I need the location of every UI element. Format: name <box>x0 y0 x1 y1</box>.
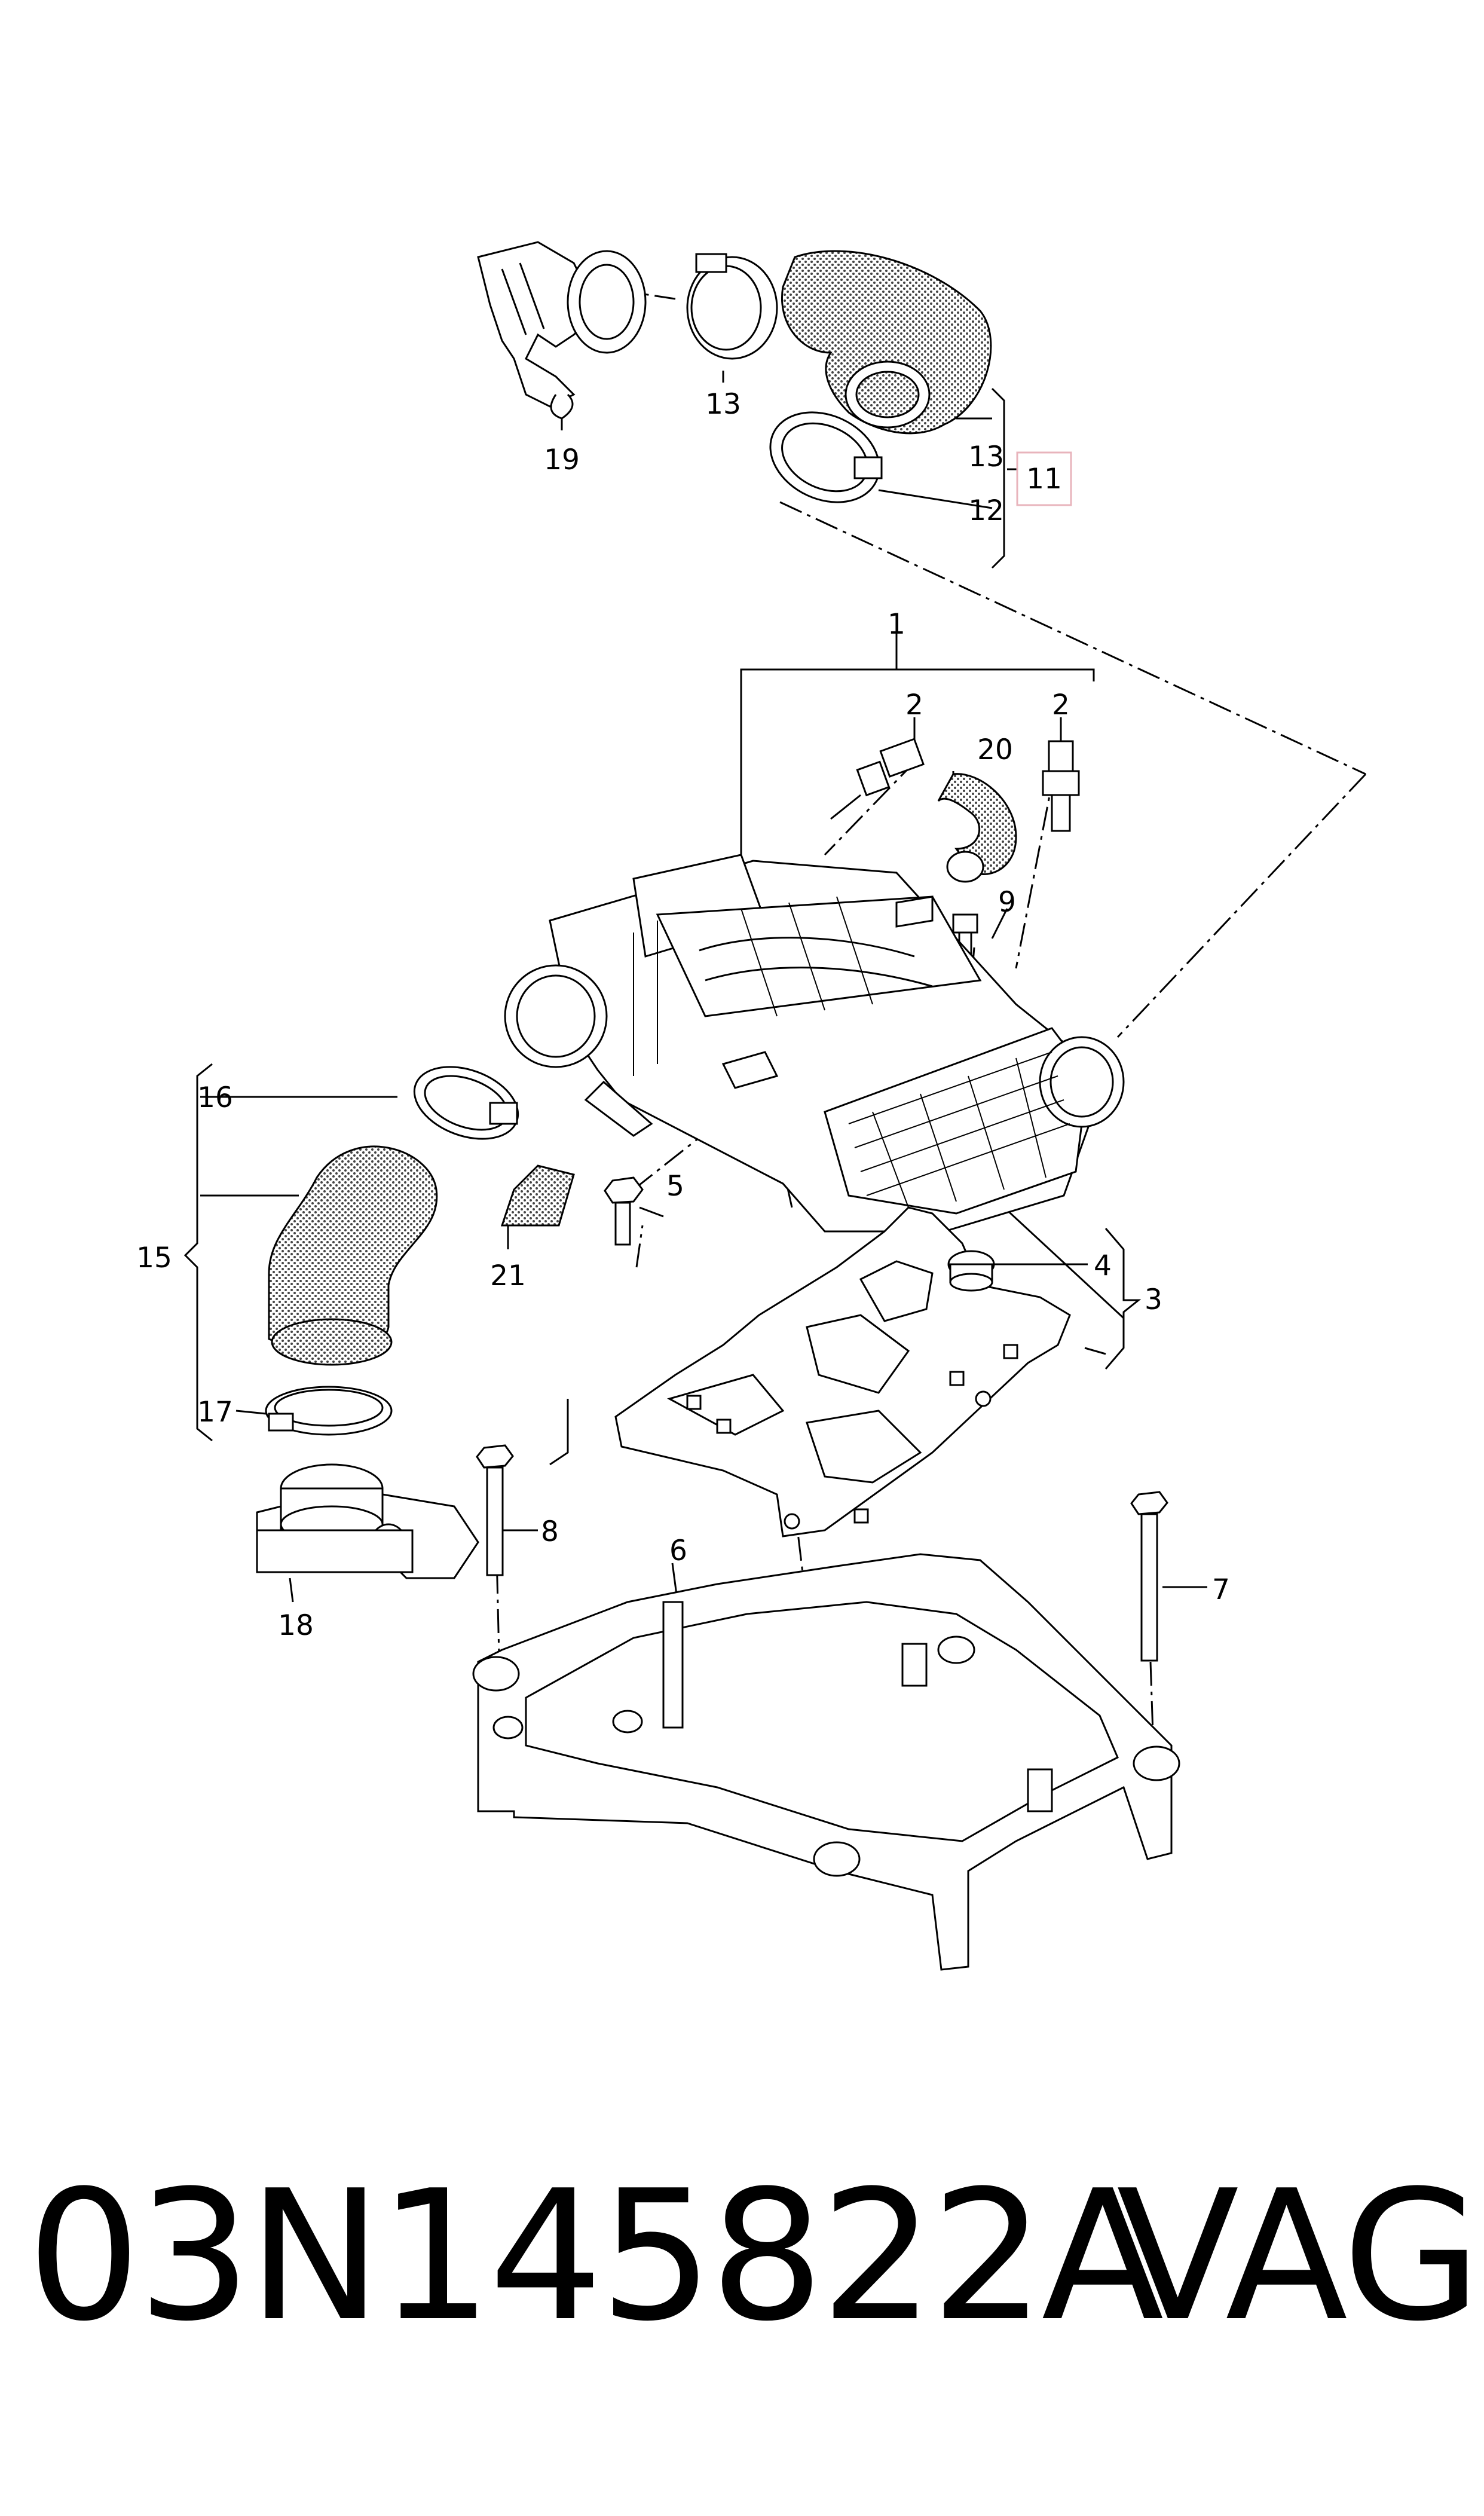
callout-17: 17 <box>197 1396 233 1429</box>
callout-18: 18 <box>278 1609 314 1642</box>
highlight-box-11 <box>1016 451 1072 506</box>
part-4-grommet <box>947 1250 995 1292</box>
part-15-charge-air-hose <box>268 1145 438 1366</box>
callout-11: 11 <box>1026 463 1062 496</box>
part-7-bolt <box>1130 1491 1168 1662</box>
part-16-hose-clamp <box>413 1066 519 1140</box>
part-18-throttle-body <box>256 1463 479 1579</box>
part-8-bolt <box>476 1444 514 1576</box>
callout-6: 6 <box>669 1534 687 1567</box>
callout-9: 9 <box>998 886 1016 919</box>
part-1-grid-detail <box>633 896 1070 1208</box>
part-17-hose-clamp <box>265 1386 393 1436</box>
part-20-coolant-hose <box>937 773 1017 883</box>
callout-12: 12 <box>968 494 1004 527</box>
callout-7: 7 <box>1212 1573 1230 1606</box>
part-11-air-hose <box>781 250 992 435</box>
part-3-gasket-plate <box>614 1206 1071 1537</box>
callout-2-right: 2 <box>1052 689 1070 722</box>
part-6-mounting-frame <box>472 1553 1180 1971</box>
part-21-pad <box>500 1164 575 1227</box>
exploded-parts-diagram: 1 2 2 3 4 5 6 7 8 9 11 12 13 13 15 16 17… <box>136 241 1367 1971</box>
callout-2-left: 2 <box>905 689 923 722</box>
callout-8: 8 <box>541 1515 559 1548</box>
callout-16: 16 <box>197 1081 233 1114</box>
callout-15: 15 <box>136 1242 172 1274</box>
footer: 03N145822A VAG <box>0 2152 1484 2361</box>
part-13-hose-clamp-upper <box>686 253 778 360</box>
callout-3: 3 <box>1145 1283 1162 1316</box>
callout-21: 21 <box>490 1259 526 1292</box>
part-number: 03N145822A <box>27 2152 1164 2361</box>
part-2-sensor-left <box>830 738 925 820</box>
part-2-sensor-right <box>1042 740 1080 832</box>
callout-1: 1 <box>888 608 905 641</box>
brand-name: VAG <box>1116 2152 1481 2361</box>
part-19-intake-flange <box>477 241 647 420</box>
callout-13-upper: 13 <box>705 388 741 421</box>
callout-5: 5 <box>666 1170 684 1203</box>
callout-13-lower: 13 <box>968 441 1004 473</box>
part-12-hose-clamp-lower <box>769 411 883 503</box>
callout-labels: 1 2 2 3 4 5 6 7 8 9 11 12 13 13 15 16 17… <box>136 388 1230 1642</box>
callout-19: 19 <box>544 444 580 476</box>
part-1-charge-air-cooler <box>504 854 1125 1233</box>
part-5-bolt <box>604 1176 644 1246</box>
callout-4: 4 <box>1094 1249 1112 1282</box>
callout-20: 20 <box>977 733 1013 766</box>
